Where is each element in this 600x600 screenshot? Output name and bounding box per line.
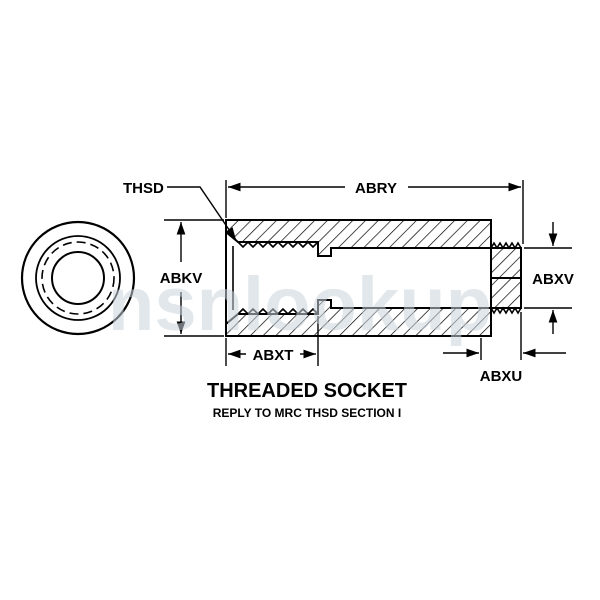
watermark: nsnlookup	[108, 262, 492, 347]
internal-thread-top	[237, 240, 319, 249]
body-upper-wall	[225, 219, 492, 257]
label-abxu: ABXU	[480, 368, 523, 385]
stud-thread-top	[490, 241, 522, 250]
end-view	[20, 220, 136, 336]
label-abxv: ABXV	[532, 271, 574, 288]
label-thsd: THSD	[123, 180, 164, 197]
label-abxt: ABXT	[253, 347, 294, 364]
label-abkv: ABKV	[160, 270, 203, 287]
stud-upper	[490, 247, 522, 279]
dimension-arrows	[167, 182, 566, 359]
end-view-outer-ring	[20, 220, 136, 336]
internal-thread-bottom	[237, 307, 319, 316]
label-abry: ABRY	[355, 180, 397, 197]
stud-thread-bottom	[490, 306, 522, 315]
diagram-subtitle: REPLY TO MRC THSD SECTION I	[213, 406, 401, 420]
section-view	[225, 219, 522, 337]
diagram-title: THREADED SOCKET	[207, 380, 407, 402]
extension-lines	[164, 180, 572, 366]
end-view-thread-ring-dashed	[41, 241, 115, 315]
thsd-leader	[167, 186, 237, 241]
body-lower-wall	[225, 299, 492, 337]
end-view-bore-ring	[51, 251, 105, 305]
end-view-thread-ring-outer	[35, 235, 121, 321]
stud-lower	[490, 277, 522, 309]
